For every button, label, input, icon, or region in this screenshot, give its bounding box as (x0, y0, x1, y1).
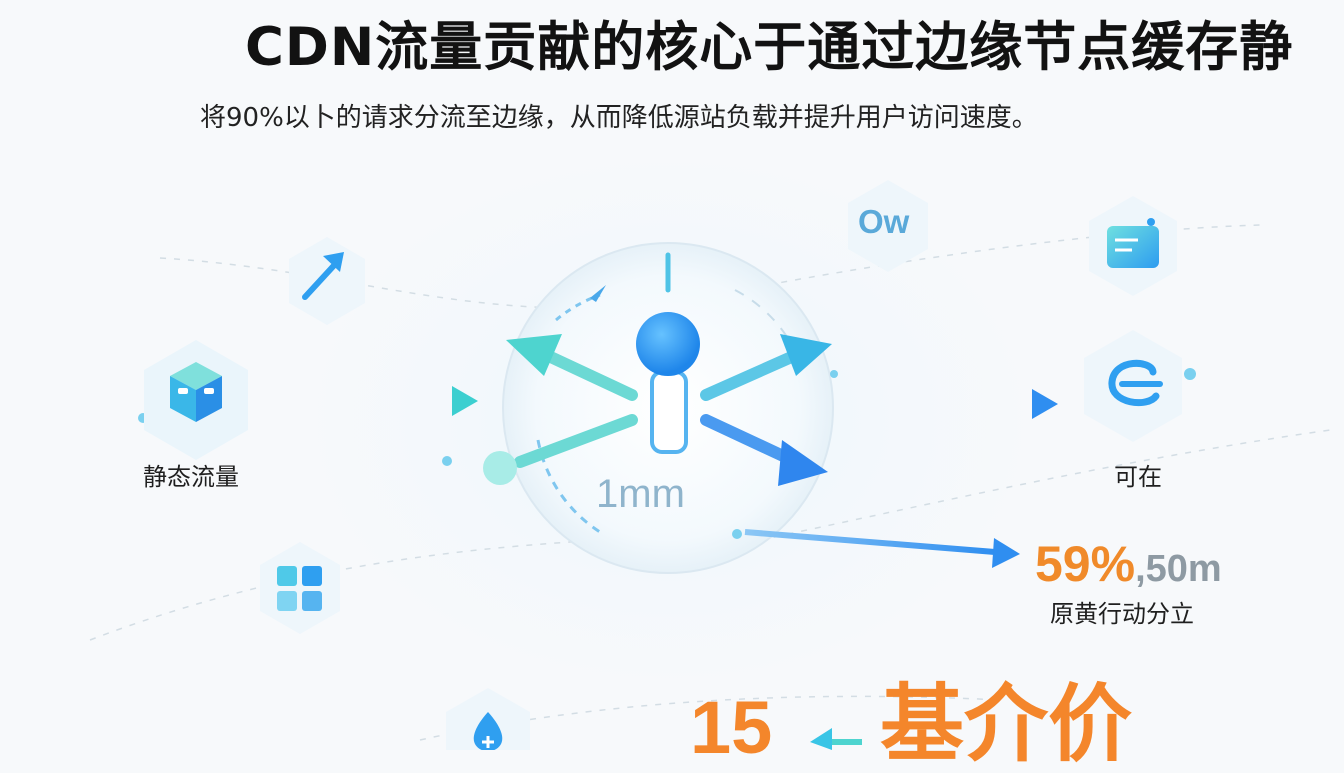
stat-percent: 59% (1035, 536, 1136, 592)
flow-arrows (245, 386, 1058, 750)
bottom-text: 基介价 (880, 675, 1133, 773)
ray-arrowhead (780, 334, 832, 376)
page-subtitle: 将90%以卜的请求分流至边缘，从而降低源站负载并提升用户访问速度。 (200, 103, 1038, 133)
center-hub (502, 242, 834, 574)
cdn-flow-diagram (89, 180, 1331, 750)
arrow-up-right-icon (289, 237, 365, 325)
ray-arrowhead (506, 334, 562, 376)
loop-icon (1084, 330, 1182, 442)
left-node-label: 静态流量 (143, 463, 239, 491)
ray-endpoint (483, 451, 517, 485)
stat-suffix: ,50m (1135, 548, 1222, 590)
ow-badge (848, 180, 928, 272)
stat-value: 59%,50m (1035, 532, 1222, 609)
card-icon (1089, 196, 1177, 296)
bottom-number: 15 (690, 686, 773, 769)
grid-icon (260, 542, 340, 634)
center-value: 1mm (596, 472, 685, 516)
hub-rays (483, 334, 832, 486)
cube-icon (144, 340, 248, 460)
top-badge-text: Ow (858, 203, 910, 240)
right-node-label: 可在 (1114, 463, 1162, 491)
ray-arrowhead (778, 440, 828, 486)
stat-label: 原黄行动分立 (1050, 600, 1194, 628)
drop-icon (446, 688, 530, 750)
page-title: CDN流量贡献的核心于通过边缘节点缓存静 (245, 17, 1294, 78)
